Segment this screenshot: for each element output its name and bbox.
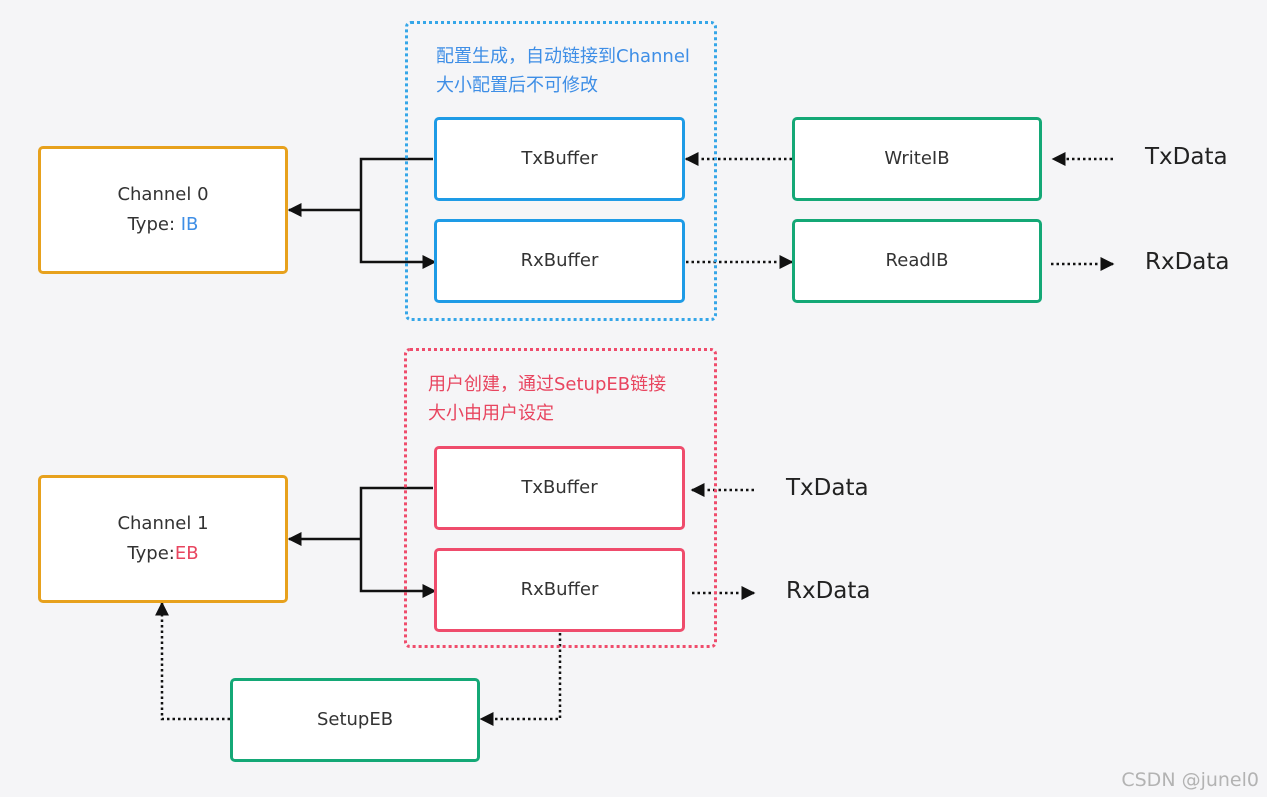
watermark: CSDN @junel0 [1121,769,1259,791]
eb-rxbuffer-label: RxBuffer [520,579,599,600]
ib-txbuffer-label: TxBuffer [521,148,598,169]
eb-rxbuffer-to-setupeb-arrow [479,633,562,726]
ib-txbuffer-box: TxBuffer [434,117,685,201]
setupeb-box: SetupEB [230,678,480,762]
channel1-box: Channel 1 Type:EB [38,475,288,603]
readib-box: ReadIB [792,219,1042,303]
writeib-label: WriteIB [884,148,950,169]
readib-label: ReadIB [885,250,949,271]
ib-group-note-line1: 配置生成，自动链接到Channel [436,46,690,67]
eb-tx-to-channel1-line [359,486,433,539]
ib-group-note: 配置生成，自动链接到Channel 大小配置后不可修改 [436,42,690,100]
channel1-name: Channel 1 [117,513,209,534]
eb-junction-to-rxbuffer-arrow [359,539,437,598]
ib-buffer-group [405,21,717,321]
eb-rxbuffer-box: RxBuffer [434,548,685,632]
ib-txdata-label: TxData [1145,144,1228,170]
setupeb-to-channel1-arrow [155,601,230,721]
ib-rxbuffer-box: RxBuffer [434,219,685,303]
eb-group-note-line1: 用户创建，通过SetupEB链接 [428,374,667,395]
eb-buffer-group [404,348,717,648]
channel0-name: Channel 0 [117,184,209,205]
ib-tx-to-channel0-line [359,157,433,210]
setupeb-label: SetupEB [316,709,394,730]
eb-rxdata-label: RxData [786,578,871,604]
writeib-box: WriteIB [792,117,1042,201]
eb-txbuffer-box: TxBuffer [434,446,685,530]
channel1-type-prefix: Type: [127,543,175,564]
channel0-type-value: IB [180,214,199,235]
ib-rxdata-label: RxData [1145,249,1230,275]
ib-rxbuffer-label: RxBuffer [520,250,599,271]
channel0-type: Type: IB [128,210,199,240]
channel1-type: Type:EB [127,539,198,569]
ib-junction-to-rxbuffer-arrow [359,210,437,269]
channel0-box: Channel 0 Type: IB [38,146,288,274]
eb-group-note: 用户创建，通过SetupEB链接 大小由用户设定 [428,370,666,428]
eb-txbuffer-label: TxBuffer [521,477,598,498]
eb-group-note-line2: 大小由用户设定 [428,403,554,424]
eb-txdata-label: TxData [786,475,869,501]
channel1-type-value: EB [174,543,199,564]
channel0-type-prefix: Type: [127,214,181,235]
ib-group-note-line2: 大小配置后不可修改 [436,75,598,96]
